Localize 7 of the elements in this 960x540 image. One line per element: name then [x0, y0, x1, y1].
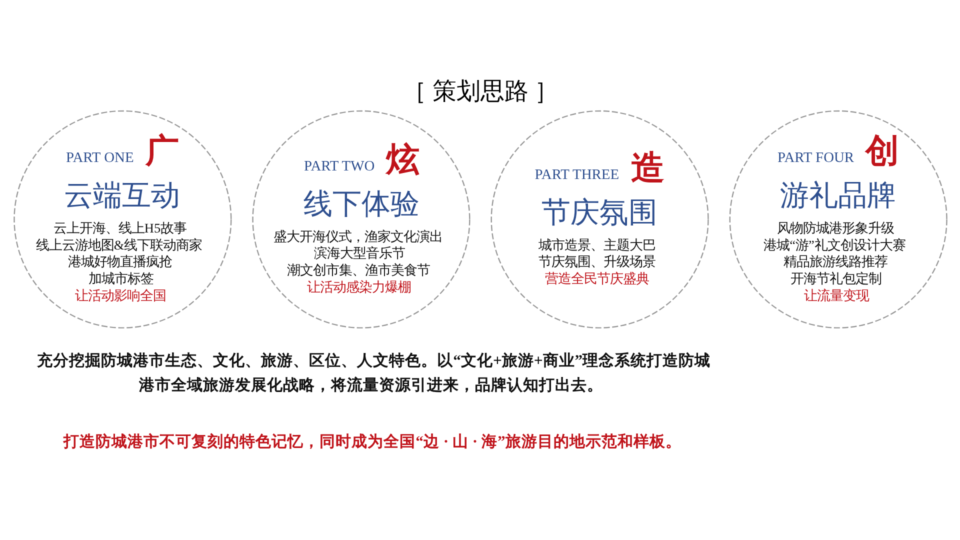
label: 打造防城港市不可复刻的特色记忆，同时成为全国“边 · 山 · 海”旅游目的地示范和样板。: [63, 433, 681, 450]
node-circle: PART ONE 广 云端互动 云上开海、线上H5故事 线上云游地图&线下联动商家 港城好物直播疯抢 加城市标签 让活动影响全国: [13, 110, 232, 328]
node-circle: PART THREE 造 节庆氛围 城市造景、主题大巴 节庆氛围、升级场景 营造全民节庆盛典: [490, 110, 708, 328]
node-circle: PART TWO 炫 线下体验 盛大开海仪式，渔家文化演出 滨海大型音乐节 潮文创市集、渔市美食节 让活动感染力爆棚: [252, 110, 470, 328]
diagram-title: ［ 策划思路 ］: [402, 78, 558, 105]
label: 充分挖掘防城港市生态、文化、旅游、区位、人文特色。以“文化+旅游+商业”理念系统打造防城港市全域旅游发展化战略，将流量资源引进来，品牌认知打出去。: [36, 352, 710, 394]
node-circle: PART FOUR 创 游礼品牌 风物防城港形象升级 港城“游”礼文创设计大赛 精品旅游线路推荐 开海节礼包定制 让流量变现: [728, 110, 947, 328]
